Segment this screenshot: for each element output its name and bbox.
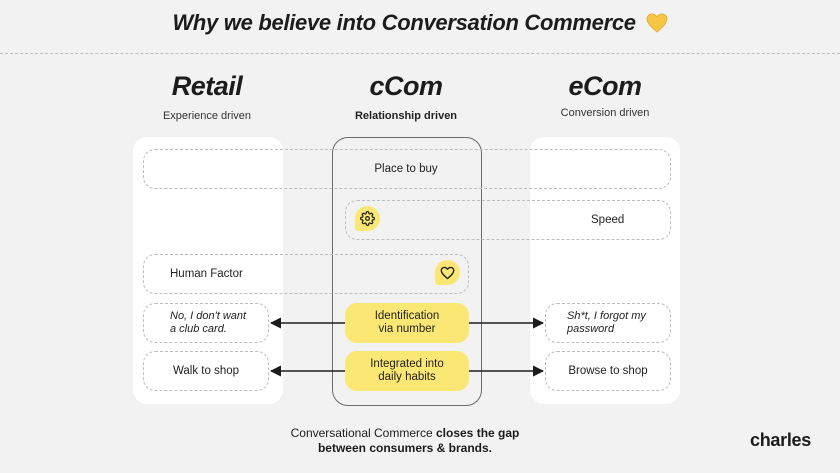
page-title-text: Why we believe into Conversation Commerc… [172,10,636,35]
human-factor-row: Human Factor [143,254,469,294]
footer-text-regular: Conversational Commerce [290,426,436,440]
retail-title: Retail [171,71,243,101]
retail-subtitle: Experience driven [162,110,252,122]
human-factor-label: Human Factor [170,268,243,280]
gear-icon [355,206,380,231]
retail-identification-box: No, I don't want a club card. [143,303,269,343]
retail-habits-box: Walk to shop [143,351,269,391]
heart-icon [435,260,460,285]
footer-text-bold-1: closes the gap [436,426,520,440]
retail-habits-label: Walk to shop [172,365,240,377]
place-to-buy-label: Place to buy [374,163,438,175]
speed-row: Speed [345,200,671,240]
speed-label: Speed [591,214,625,226]
footer-caption: Conversational Commerce closes the gap b… [230,426,580,456]
ccom-identification-pill: Identification via number [345,303,469,343]
ecom-habits-box: Browse to shop [545,351,671,391]
ccom-panel [332,137,482,406]
ccom-subtitle: Relationship driven [354,110,458,122]
retail-identification-text: No, I don't want a club card. [170,310,247,335]
header-divider [0,53,840,54]
page-title: Why we believe into Conversation Commerc… [0,10,840,39]
ccom-habits-pill: Integrated into daily habits [345,351,469,391]
footer-text-bold-2: between consumers & brands. [317,441,493,455]
ecom-subtitle: Conversion driven [560,107,650,119]
brand-logo: charles [750,430,811,450]
ecom-identification-text: Sh*t, I forgot my password [567,310,646,335]
ccom-title: cCom [369,71,443,101]
ecom-title: eCom [568,71,642,101]
ecom-identification-box: Sh*t, I forgot my password [545,303,671,343]
ecom-habits-label: Browse to shop [568,365,648,377]
yellow-heart-icon [646,13,668,39]
place-to-buy-row: Place to buy [143,149,671,189]
